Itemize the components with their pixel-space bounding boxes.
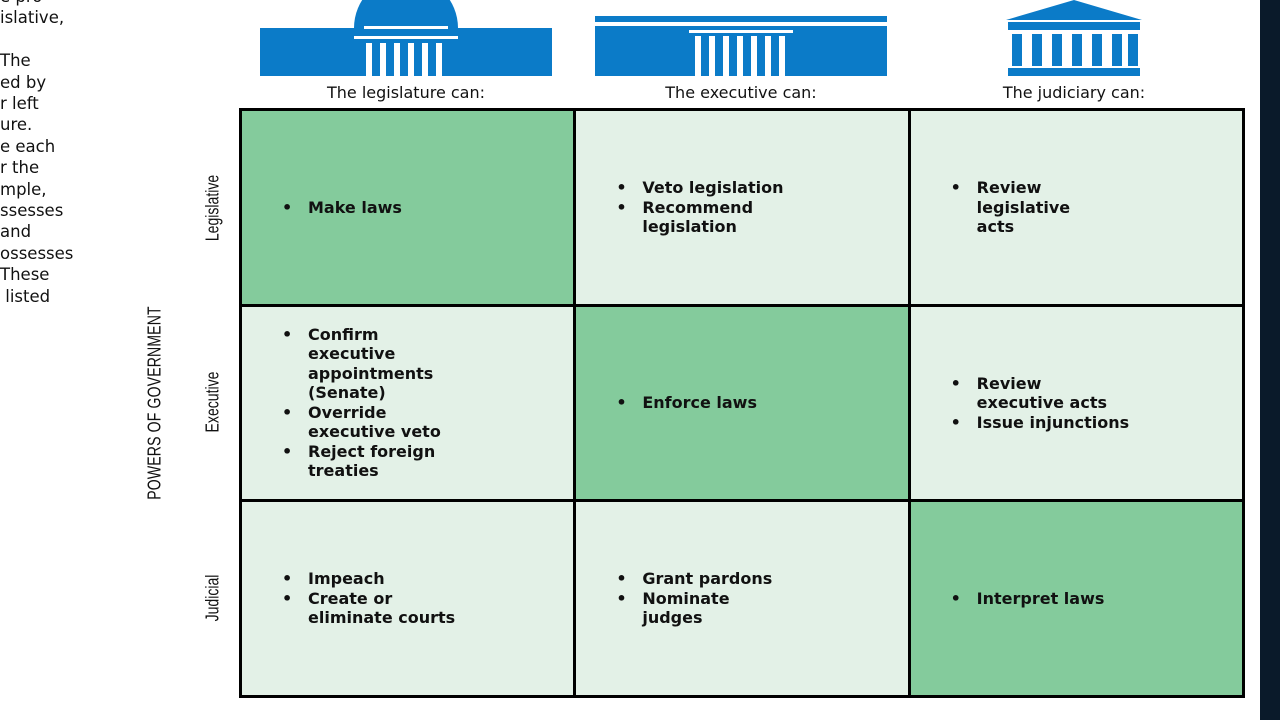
cell-executive-executive: Enforce laws	[576, 306, 908, 500]
power-item: Impeach	[282, 569, 455, 589]
power-list: Confirm executive appointments (Senate)O…	[282, 325, 441, 481]
power-item: Make laws	[282, 198, 402, 218]
row-label-legislative: Legislative	[202, 174, 223, 242]
power-item: Enforce laws	[616, 393, 757, 413]
power-list: Enforce laws	[616, 393, 757, 413]
power-item: Grant pardons	[616, 569, 772, 589]
cell-judicial-legislature: ImpeachCreate or eliminate courts	[242, 502, 574, 695]
supreme-court-icon	[1006, 0, 1142, 76]
left-text-line	[0, 29, 120, 50]
left-text-line: r the	[0, 158, 40, 178]
cell-legislative-judiciary: Review legislative acts	[910, 111, 1242, 304]
power-item: Review executive acts	[951, 374, 1129, 413]
power-item: Confirm executive appointments (Senate)	[282, 325, 441, 403]
left-text-line: e each	[0, 136, 56, 156]
left-text-line: ure.	[0, 115, 33, 135]
cell-legislative-executive: Veto legislationRecommend legislation	[576, 111, 908, 304]
left-text-line: ed by	[0, 72, 47, 92]
header-legislature: The legislature can:	[326, 83, 486, 102]
powers-grid: Make laws Veto legislationRecommend legis…	[239, 108, 1245, 698]
power-item: Override executive veto	[282, 403, 441, 442]
power-list: Grant pardonsNominate judges	[616, 569, 772, 628]
left-text-line: listed	[0, 286, 51, 306]
left-text-line: The	[0, 51, 31, 71]
left-text-line: These	[0, 265, 50, 285]
power-item: Reject foreign treaties	[282, 442, 441, 481]
right-edge-band	[1260, 0, 1280, 720]
cell-executive-legislature: Confirm executive appointments (Senate)O…	[242, 306, 574, 500]
power-item: Recommend legislation	[616, 198, 783, 237]
power-item: Interpret laws	[951, 589, 1105, 609]
power-item: Issue injunctions	[951, 413, 1130, 433]
power-list: Review legislative acts	[951, 178, 1070, 237]
cell-legislative-legislature: Make laws	[242, 111, 574, 304]
power-list: ImpeachCreate or eliminate courts	[282, 569, 455, 628]
left-text-line: e pro	[0, 0, 120, 7]
capitol-dome-icon	[260, 0, 552, 76]
cell-judicial-judiciary: Interpret laws	[910, 502, 1242, 695]
power-list: Make laws	[282, 198, 402, 218]
power-item: Nominate judges	[616, 589, 772, 628]
powers-of-government-label: POWERS OF GOVERNMENT	[144, 306, 165, 500]
power-item: Review legislative acts	[951, 178, 1070, 237]
row-label-judicial: Judicial	[202, 574, 223, 622]
left-text-line: islative,	[0, 8, 65, 28]
row-label-executive: Executive	[202, 371, 223, 433]
power-item: Create or eliminate courts	[282, 589, 455, 628]
header-judiciary: The judiciary can:	[1002, 83, 1146, 102]
header-executive: The executive can:	[665, 83, 817, 102]
white-house-icon	[595, 16, 887, 76]
power-list: Review executive actsIssue injunctions	[951, 374, 1130, 433]
power-list: Interpret laws	[951, 589, 1105, 609]
cell-judicial-executive: Grant pardonsNominate judges	[576, 502, 908, 695]
cell-executive-judiciary: Review executive actsIssue injunctions	[910, 306, 1242, 500]
left-text-line: and	[0, 222, 32, 242]
left-text-line: ssesses	[0, 201, 64, 221]
left-text-line: ossesses	[0, 243, 74, 263]
power-item: Veto legislation	[616, 178, 783, 198]
left-text-line: mple,	[0, 179, 47, 199]
power-list: Veto legislationRecommend legislation	[616, 178, 783, 237]
left-text-line: r left	[0, 94, 39, 114]
